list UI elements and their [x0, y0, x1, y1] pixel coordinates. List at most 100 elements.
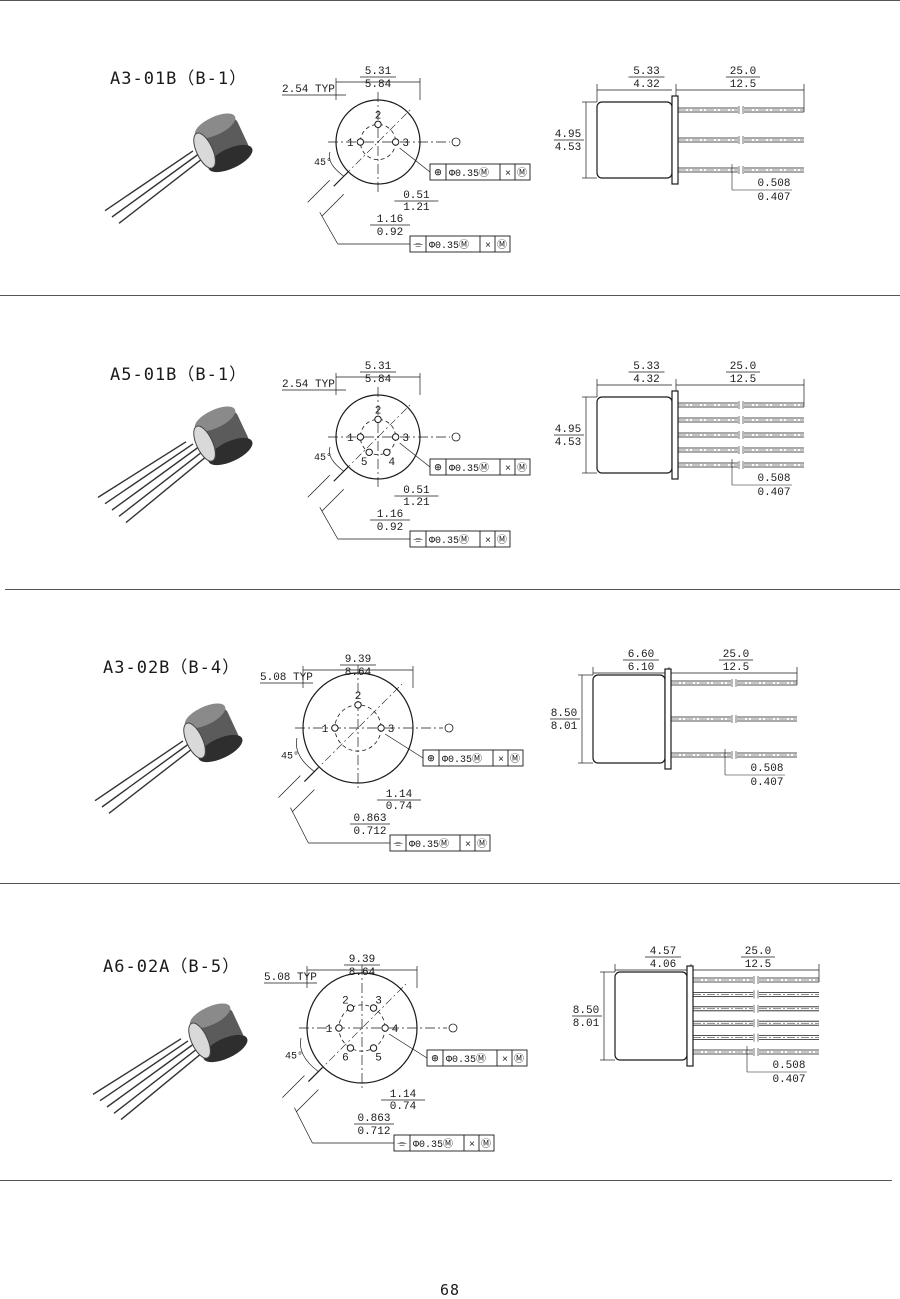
position-tolerance-frame: ⊕Φ0.35Ⓜ×Ⓜ: [422, 749, 524, 767]
lead: [678, 136, 804, 144]
lead: [693, 1004, 819, 1013]
pin-label: 2: [342, 995, 349, 1007]
dimension-angle: 45°: [281, 750, 299, 762]
can-cap: [596, 101, 673, 179]
dimension-tab-b2: 0.712: [353, 826, 386, 838]
tolerance-x: ×: [469, 1140, 475, 1151]
tolerance-value: Φ0.35Ⓜ: [449, 167, 489, 180]
pin-hole: [369, 1004, 378, 1012]
lead: [671, 679, 797, 687]
dimension-height-max: 4.95: [555, 129, 581, 141]
angle-arc: [328, 151, 344, 177]
lead: [678, 106, 804, 114]
angle-arc: [328, 446, 344, 472]
tolerance-symbol: ⌯: [393, 837, 403, 851]
dimension-height-max: 8.50: [551, 708, 577, 720]
angle-arc: [300, 1037, 319, 1072]
dimension-height-min: 8.01: [551, 721, 578, 733]
pin-label: 2: [355, 691, 362, 703]
tolerance-modifier: Ⓜ: [517, 167, 527, 180]
can-body: [183, 703, 243, 763]
datum-symbol: [451, 432, 461, 442]
tolerance-value: Φ0.35Ⓜ: [446, 1053, 486, 1066]
flat-tolerance-frame: ⌯Φ0.35Ⓜ×Ⓜ: [409, 530, 511, 548]
lead: [671, 751, 797, 759]
pin-hole: [356, 433, 365, 441]
dimension-lead-length-max: 25.0: [730, 66, 756, 78]
position-tolerance-frame: ⊕Φ0.35Ⓜ×Ⓜ: [429, 458, 531, 476]
can-flange: [686, 965, 694, 1067]
datum-symbol: [444, 723, 454, 733]
tolerance-modifier: Ⓜ: [477, 838, 487, 851]
can-body: [193, 406, 253, 466]
dimension-angle: 45°: [314, 452, 332, 464]
tolerance-x: ×: [485, 536, 491, 547]
lead: [678, 446, 804, 454]
lead-wire: [97, 441, 187, 498]
pin-label: 1: [347, 433, 354, 445]
tolerance-symbol: ⊕: [431, 1052, 438, 1066]
dimension-cap-length-max: 5.33: [633, 361, 659, 373]
dimension-cap-length-max: 5.33: [633, 66, 659, 78]
dimension-tab-a1: 1.14: [390, 1089, 417, 1101]
tolerance-modifier: Ⓜ: [514, 1053, 524, 1066]
dimension-cap-length-min: 4.06: [650, 959, 676, 971]
package-title: A5-01B（B-1）: [110, 365, 248, 385]
pin-label: 3: [402, 433, 409, 445]
separator-line: [0, 0, 900, 1]
dimension-lead-length-min: 12.5: [723, 662, 749, 674]
tolerance-symbol: ⌯: [413, 533, 423, 547]
tolerance-x: ×: [505, 464, 511, 475]
pin-label: 5: [375, 1053, 382, 1065]
flat-tolerance-frame: ⌯Φ0.35Ⓜ×Ⓜ: [409, 235, 511, 253]
dimension-tab-a1: 0.51: [403, 485, 430, 497]
lead-wire: [118, 154, 208, 224]
dimension-tab-b1: 0.863: [353, 813, 386, 825]
lead: [678, 166, 804, 174]
dimension-diameter-min: 5.84: [365, 79, 392, 91]
position-tolerance-frame: ⊕ Φ0.35Ⓜ × Ⓜ: [426, 1049, 528, 1067]
pin-hole: [346, 1044, 355, 1052]
dimension-diameter-max: 9.39: [349, 954, 375, 966]
package-title: A3-01B（B-1）: [110, 69, 248, 89]
dimension-tab-a2: 0.74: [390, 1101, 417, 1113]
can-cap: [596, 396, 673, 474]
tolerance-modifier: Ⓜ: [481, 1138, 491, 1151]
pin-hole: [346, 1004, 355, 1012]
dimension-angle: 45°: [285, 1050, 303, 1062]
dimension-height-max: 4.95: [555, 424, 581, 436]
dimension-tab-a2: 1.21: [403, 202, 430, 214]
separator-line: [0, 1180, 892, 1181]
pin-label: 2: [375, 405, 382, 417]
dimension-height-max: 8.50: [573, 1005, 599, 1017]
tolerance-x: ×: [502, 1055, 508, 1066]
datum-symbol: [451, 137, 461, 147]
top-view-drawing: 5.315.842.54 TYP1234545°0.511.211.160.92…: [282, 361, 531, 548]
tolerance-symbol: ⊕: [434, 166, 441, 180]
can-body: [193, 113, 253, 173]
dimension-tab-b2: 0.92: [377, 227, 403, 239]
dimension-lead-length-min: 12.5: [730, 79, 756, 91]
pin-label: 3: [375, 995, 382, 1007]
pin-label: 4: [389, 457, 396, 469]
pin-hole: [369, 1044, 378, 1052]
lead-wire: [111, 152, 201, 218]
dimension-lead-dia-min: 0.407: [750, 777, 783, 789]
lead-wire: [106, 1042, 196, 1108]
separator-line: [5, 589, 900, 590]
pin-label: 5: [361, 457, 368, 469]
top-view-drawing: 5.315.842.54 TYP12345°0.511.211.160.92⊕Φ…: [282, 66, 531, 253]
angle-arc: [296, 737, 315, 772]
dimension-pin-spacing: 2.54 TYP: [282, 379, 335, 391]
package-photo: [92, 1003, 248, 1121]
lead: [671, 715, 797, 723]
lead: [693, 976, 819, 984]
lead-wire: [125, 449, 215, 524]
tolerance-value: Φ0.35Ⓜ: [429, 534, 469, 547]
pin-label: 2: [375, 110, 382, 122]
tolerance-x: ×: [505, 169, 511, 180]
